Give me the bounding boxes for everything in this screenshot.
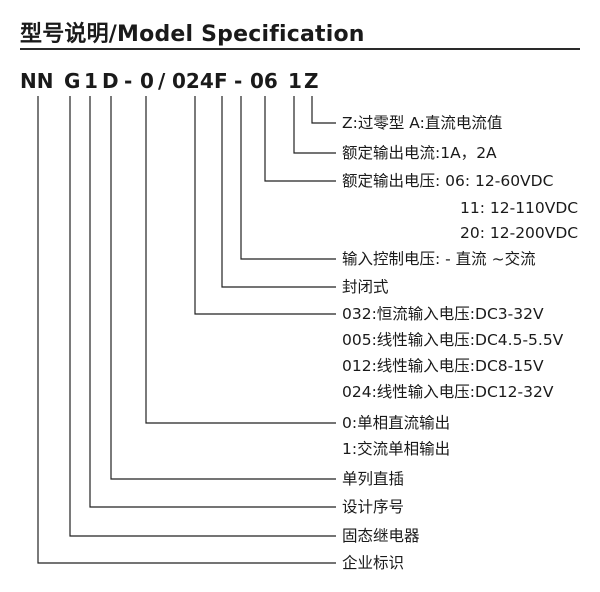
desc-input-012: 012:线性输入电压:DC8-15V (342, 357, 544, 375)
desc-input-032: 032:恒流输入电压:DC3-32V (342, 305, 544, 323)
desc-company: 企业标识 (342, 554, 405, 572)
connector-company (37, 96, 336, 564)
desc-rated-voltage-20: 20: 12-200VDC (460, 224, 579, 242)
code-enclosed: F (214, 69, 228, 93)
desc-input-024: 024:线性输入电压:DC12-32V (342, 383, 554, 401)
connector-ssr (69, 96, 336, 537)
code-rated-voltage: 06 (250, 69, 278, 93)
code-slash: / (158, 69, 166, 93)
desc-output-0: 0:单相直流输出 (342, 414, 451, 432)
code-dash-2: - (234, 69, 243, 93)
code-zero-cross: Z (304, 69, 319, 93)
code-output-type: 0 (140, 69, 154, 93)
code-ssr: G (64, 69, 81, 93)
code-design-no: 1 (84, 69, 98, 93)
connector-input-control (240, 96, 336, 260)
code-company: NN (20, 69, 54, 93)
connector-rated-current (293, 96, 336, 154)
connector-zero-cross (311, 96, 336, 124)
code-rated-current: 1 (288, 69, 302, 93)
desc-ssr: 固态继电器 (342, 527, 420, 545)
title-underline (20, 48, 580, 50)
code-mount: D (102, 69, 119, 93)
connector-mount (110, 96, 336, 480)
connector-input-voltage (194, 96, 336, 315)
desc-output-1: 1:交流单相输出 (342, 440, 451, 458)
desc-input-control: 输入控制电压: - 直流 ~交流 (342, 250, 536, 268)
connector-rated-voltage (264, 96, 336, 182)
code-dash-1: - (124, 69, 133, 93)
desc-design-no: 设计序号 (342, 498, 405, 516)
connector-output-type (145, 96, 336, 424)
connector-design-no (89, 96, 336, 508)
desc-rated-voltage-06: 额定输出电压: 06: 12-60VDC (342, 172, 554, 190)
desc-input-005: 005:线性输入电压:DC4.5-5.5V (342, 331, 564, 349)
desc-rated-current: 额定输出电流:1A，2A (342, 144, 497, 162)
desc-rated-voltage-11: 11: 12-110VDC (460, 199, 579, 217)
page-title: 型号说明/Model Specification (20, 22, 365, 47)
desc-enclosed: 封闭式 (342, 278, 389, 296)
code-input-voltage: 024 (172, 69, 214, 93)
desc-zero-cross: Z:过零型 A:直流电流值 (342, 114, 503, 132)
connector-enclosed (221, 96, 336, 288)
desc-mount: 单列直插 (342, 470, 405, 488)
